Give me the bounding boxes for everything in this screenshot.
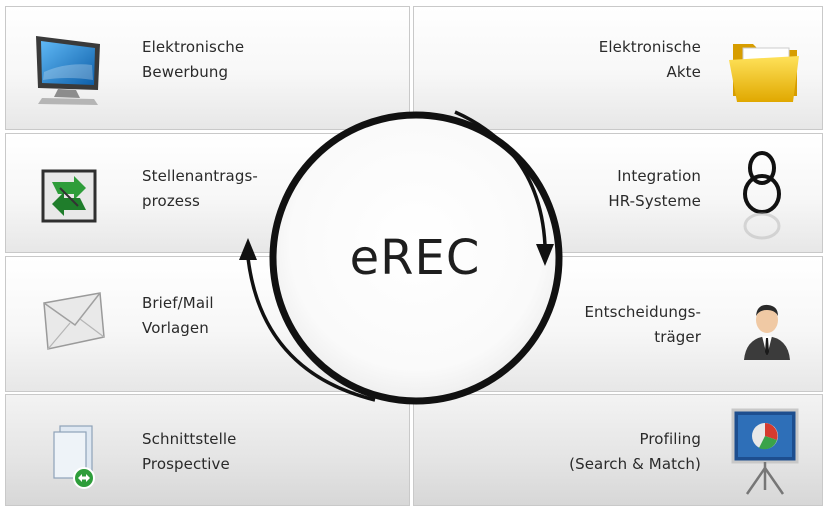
interface-window-icon (53, 425, 95, 489)
chain-link-icon (743, 151, 781, 240)
label-profiling: Profiling(Search & Match) (569, 430, 701, 473)
counterclockwise-arrowhead (239, 238, 257, 260)
center-circle (269, 111, 563, 405)
center-title: eREC (349, 230, 481, 286)
label-entscheidungstraeger: Entscheidungs-träger (584, 303, 701, 346)
folder-icon (729, 44, 799, 102)
counterclockwise-arrow-arc (246, 257, 376, 402)
label-stellenantragsprozess: Stellenantrags-prozess (142, 167, 258, 210)
clockwise-arrowhead (536, 244, 554, 266)
businessman-icon (744, 304, 790, 360)
process-arrows-icon (41, 169, 97, 223)
envelope-icon (43, 292, 105, 350)
clockwise-arrow-arc (454, 110, 547, 246)
monitor-icon (36, 36, 100, 105)
presentation-chart-icon (731, 408, 799, 495)
